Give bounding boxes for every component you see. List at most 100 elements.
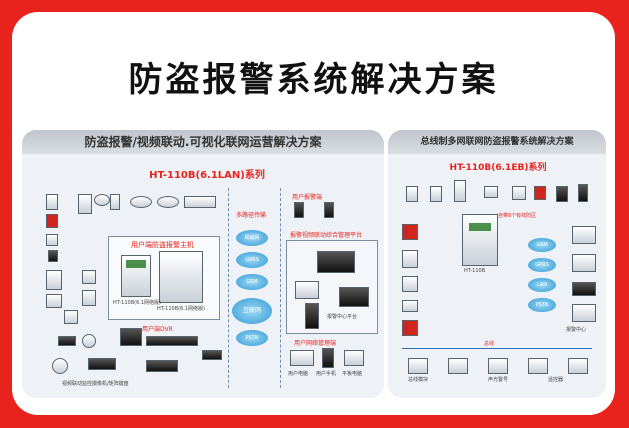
bus-host-model: HT-110B	[464, 268, 486, 274]
alarm-host-cabinet	[159, 251, 203, 303]
speed-dome-icon	[52, 358, 68, 374]
ceiling-detector-icon	[130, 196, 152, 208]
cloud-pstn-label: PSTN	[535, 302, 549, 308]
keypad-icon	[46, 270, 62, 290]
cloud-gsm: GSM	[236, 274, 268, 290]
user-pc-label: 用户电脑	[288, 371, 309, 377]
user-mobile-label: 用户手机	[316, 371, 337, 377]
left-separator-2	[280, 188, 281, 388]
user-network-mgmt-label: 用户网络管理端	[294, 340, 337, 347]
alarm-lamp-icon	[402, 320, 418, 336]
center-server-icon	[572, 304, 596, 322]
alarm-host-model: HT-110B(6.1网络版)	[157, 306, 205, 312]
alarm-host-model-small: HT-110B(6.1网络版)	[113, 300, 161, 306]
cloud-pstn: PSTN	[528, 298, 556, 312]
wireless-sensor-icon	[82, 290, 96, 306]
cloud-lan-label: LAN	[536, 282, 548, 288]
keyfob-icon	[402, 276, 418, 292]
cloud-gprs-label: GPRS	[535, 262, 549, 268]
cloud-internet-label: 互联网	[242, 307, 261, 314]
bus-module-icon	[408, 358, 428, 374]
right-panel: 总线制多网联网防盗报警系统解决方案 HT-110B(6.1EB)系列 HT-11…	[388, 130, 606, 398]
smoke-detector-icon	[94, 194, 110, 206]
mobile-icon	[578, 184, 588, 202]
left-separator-1	[228, 188, 229, 388]
cloud-gsm-label: GSM	[246, 279, 258, 285]
alarm-center-desc: 报警中心平台	[327, 314, 358, 320]
right-panel-header: 总线制多网联网防盗报警系统解决方案	[388, 130, 606, 154]
center-pc-icon	[572, 226, 596, 244]
siren-icon	[402, 224, 418, 240]
user-alarm-receiver-label: 用户报警端	[292, 194, 323, 201]
bus-zones-label: 自带8个有线防区	[498, 213, 537, 219]
cloud-gprs: GPRS	[236, 252, 268, 268]
alarm-lamp-label: 声光警号	[488, 377, 509, 383]
phone-icon	[556, 186, 568, 202]
dome-camera-icon	[82, 334, 96, 348]
door-contact-icon	[110, 194, 120, 210]
bus-alarm-host	[462, 214, 498, 266]
center-pc-icon	[572, 254, 596, 272]
pir-icon	[78, 194, 92, 214]
tablet-icon	[344, 350, 364, 366]
user-tablet-label: 平板电脑	[342, 371, 363, 377]
camera-icon	[58, 336, 76, 346]
cloud-pstn: PSTN	[236, 330, 268, 346]
smartphone-icon	[322, 348, 334, 368]
keypad-icon	[402, 250, 418, 268]
detector-icon	[402, 300, 418, 312]
keyfob-icon	[48, 250, 58, 262]
bus-label: 总线	[484, 341, 495, 347]
beam-detector-icon	[184, 196, 216, 208]
center-printer-icon	[572, 282, 596, 296]
sensor-icon	[406, 186, 418, 202]
siren-icon	[46, 214, 58, 228]
cloud-gprs-label: GPRS	[245, 257, 259, 263]
bus-module-icon	[528, 358, 548, 374]
cloud-internet: 互联网	[232, 298, 272, 324]
alarm-center-label: 报警视频联动综合管理平台	[290, 232, 363, 239]
ceiling-detector-icon	[157, 196, 179, 208]
alarm-host-box: 用户端防盗报警主机 HT-110B(6.1网络版) HT-110B(6.1网络版…	[108, 236, 220, 320]
phone-icon	[294, 202, 304, 218]
glass-break-icon	[46, 294, 62, 308]
water-sensor-icon	[64, 310, 78, 324]
bus-module-icon	[568, 358, 588, 374]
ptz-keyboard-icon	[146, 360, 178, 372]
siren-icon	[534, 186, 546, 200]
right-panel-subtitle: HT-110B(6.1EB)系列	[449, 163, 547, 173]
alarm-center-box: 报警中心平台	[286, 240, 378, 334]
dvr-recorder	[146, 336, 198, 346]
bus-line	[402, 348, 592, 349]
server-tower-icon	[305, 303, 319, 329]
remote-label: 遥控器	[548, 377, 564, 383]
left-panel: 防盗报警/视频联动.可视化联网运营解决方案 HT-110B(6.1LAN)系列 …	[22, 130, 384, 398]
transmission-label: 多路径传输	[236, 212, 267, 219]
cloud-gprs: GPRS	[528, 258, 556, 272]
poster-frame: 防盗报警系统解决方案 防盗报警/视频联动.可视化联网运营解决方案 HT-110B…	[12, 12, 615, 415]
center-label: 报警中心	[566, 327, 587, 333]
bus-module-label: 总线模块	[408, 377, 429, 383]
bus-module-icon	[448, 358, 468, 374]
cloud-lan-label: 局域网	[244, 235, 260, 241]
sensor-icon	[512, 186, 526, 200]
page-title: 防盗报警系统解决方案	[128, 60, 499, 100]
cloud-pstn-label: PSTN	[245, 335, 259, 341]
video-wall-icon	[317, 251, 355, 273]
bus-module-icon	[488, 358, 508, 374]
sensor-icon	[430, 186, 442, 202]
cloud-gsm-label: GSM	[536, 242, 548, 248]
sensor-icon	[46, 194, 58, 210]
left-panel-subtitle: HT-110B(6.1LAN)系列	[149, 170, 265, 181]
alarm-host-panel	[121, 255, 151, 297]
video-matrix-icon	[88, 358, 116, 370]
bullet-camera-icon	[202, 350, 222, 360]
sensor-icon	[454, 180, 466, 202]
monitor-icon	[120, 328, 142, 346]
panic-button-icon	[82, 270, 96, 284]
cloud-lan: 局域网	[236, 230, 268, 246]
cloud-lan: LAN	[528, 278, 556, 292]
left-panel-header: 防盗报警/视频联动.可视化联网运营解决方案	[22, 130, 384, 154]
video-display-icon	[339, 287, 369, 307]
sensor-icon	[484, 186, 498, 198]
